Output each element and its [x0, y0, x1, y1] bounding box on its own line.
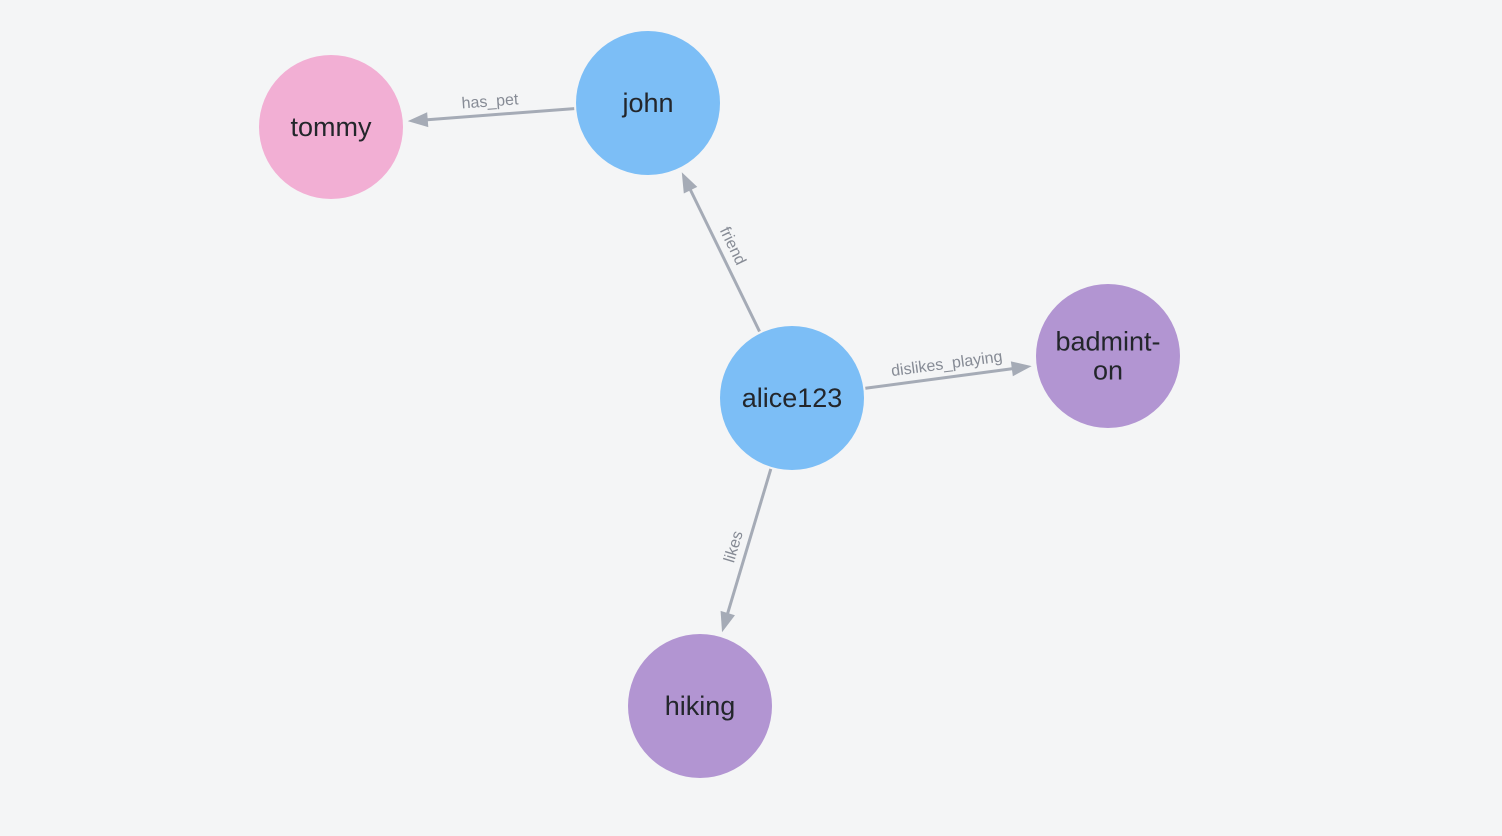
edge-label[interactable]: dislikes_playing — [890, 348, 1003, 380]
edge-line[interactable] — [725, 468, 773, 616]
edge-label[interactable]: has_pet — [461, 91, 520, 112]
graph-edge-friend[interactable]: friend — [681, 172, 761, 333]
graph-edge-has_pet[interactable]: has_pet — [407, 91, 575, 128]
graph-edge-likes[interactable]: likes — [720, 468, 773, 633]
graph-node-badminton[interactable]: badmint-on — [1036, 284, 1180, 428]
node-circle[interactable] — [1036, 284, 1180, 428]
edge-arrowhead-icon — [407, 112, 429, 128]
graph-edge-dislikes_playing[interactable]: dislikes_playing — [865, 348, 1032, 390]
node-circle[interactable] — [628, 634, 772, 778]
edge-line[interactable] — [425, 107, 575, 122]
edge-line[interactable] — [865, 367, 1015, 390]
edge-arrowhead-icon — [681, 172, 698, 194]
graph-node-tommy[interactable]: tommy — [259, 55, 403, 199]
node-circle[interactable] — [720, 326, 864, 470]
graph-node-hiking[interactable]: hiking — [628, 634, 772, 778]
edge-arrowhead-icon — [720, 610, 735, 633]
graph-node-john[interactable]: john — [576, 31, 720, 175]
edge-arrowhead-icon — [1010, 361, 1032, 377]
edge-line[interactable] — [688, 187, 761, 333]
node-circle[interactable] — [259, 55, 403, 199]
node-circle[interactable] — [576, 31, 720, 175]
graph-node-alice123[interactable]: alice123 — [720, 326, 864, 470]
edge-label[interactable]: friend — [716, 224, 749, 267]
